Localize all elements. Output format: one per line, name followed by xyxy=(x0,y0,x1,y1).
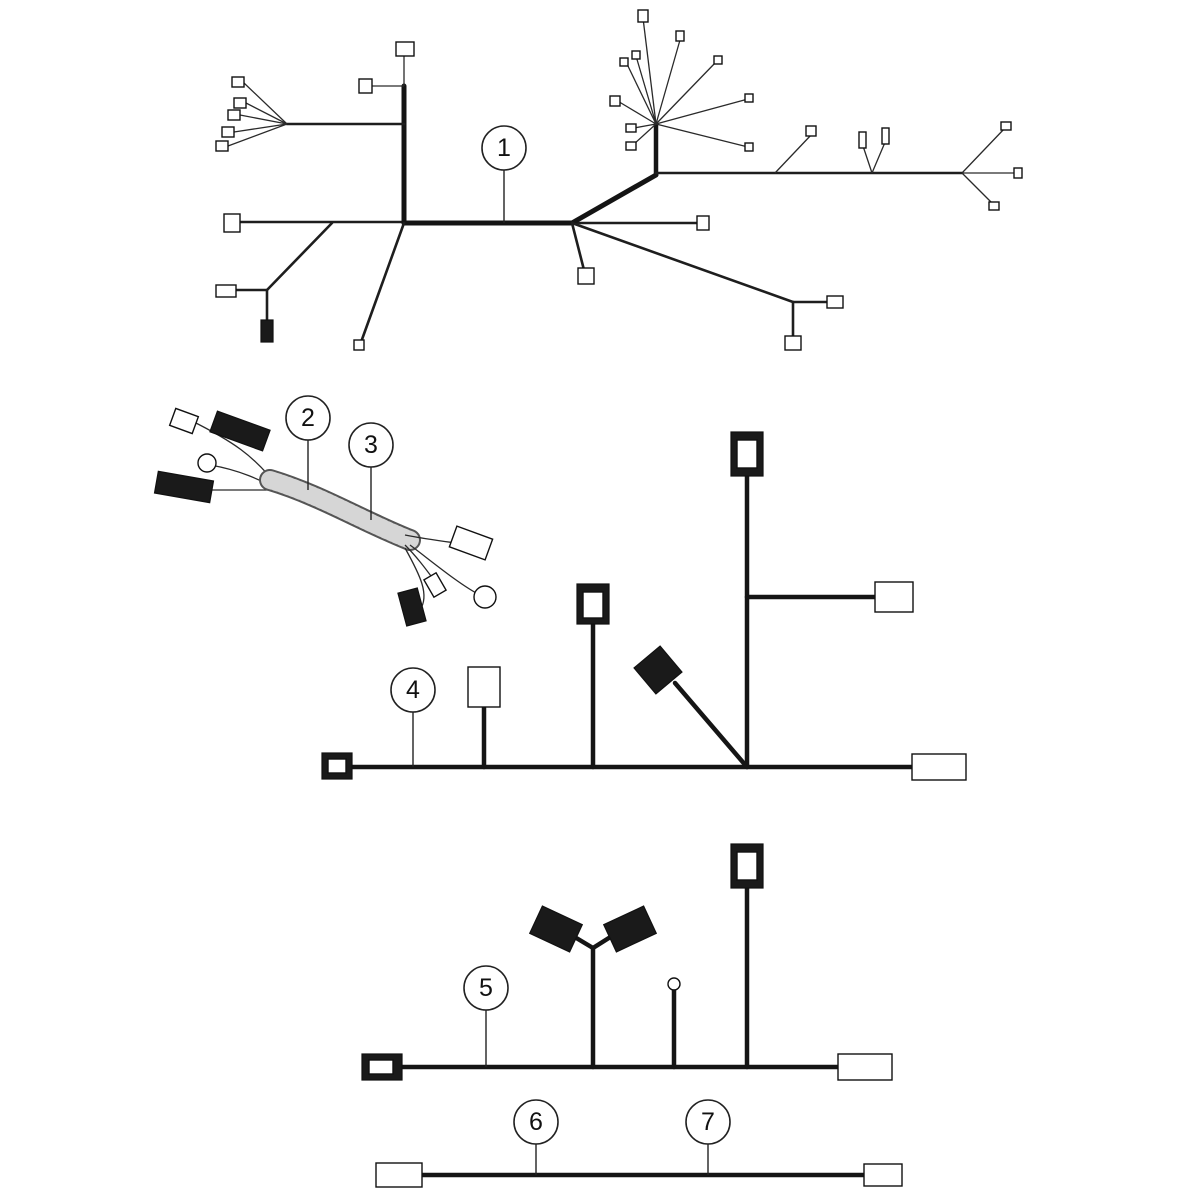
callout-2-label: 2 xyxy=(301,404,315,432)
callout-5-label: 5 xyxy=(479,974,493,1002)
callout-1: 1 xyxy=(481,125,527,223)
callout-4-label: 4 xyxy=(406,676,420,704)
callout-3-label: 3 xyxy=(364,431,378,459)
coiled-sub-harness xyxy=(153,407,497,627)
callout-6-label: 6 xyxy=(529,1108,543,1136)
callout-5: 5 xyxy=(463,965,509,1067)
callout-2: 2 xyxy=(285,395,331,490)
callout-1-label: 1 xyxy=(497,134,511,162)
callout-4: 4 xyxy=(390,667,436,767)
callout-3: 3 xyxy=(348,422,394,520)
callout-7-label: 7 xyxy=(701,1108,715,1136)
main-harness xyxy=(215,9,1023,351)
harness-6-7 xyxy=(375,1162,903,1188)
callout-7: 7 xyxy=(685,1099,731,1175)
callout-6: 6 xyxy=(513,1099,559,1175)
harness-4 xyxy=(321,431,967,781)
harness-5 xyxy=(361,843,893,1081)
